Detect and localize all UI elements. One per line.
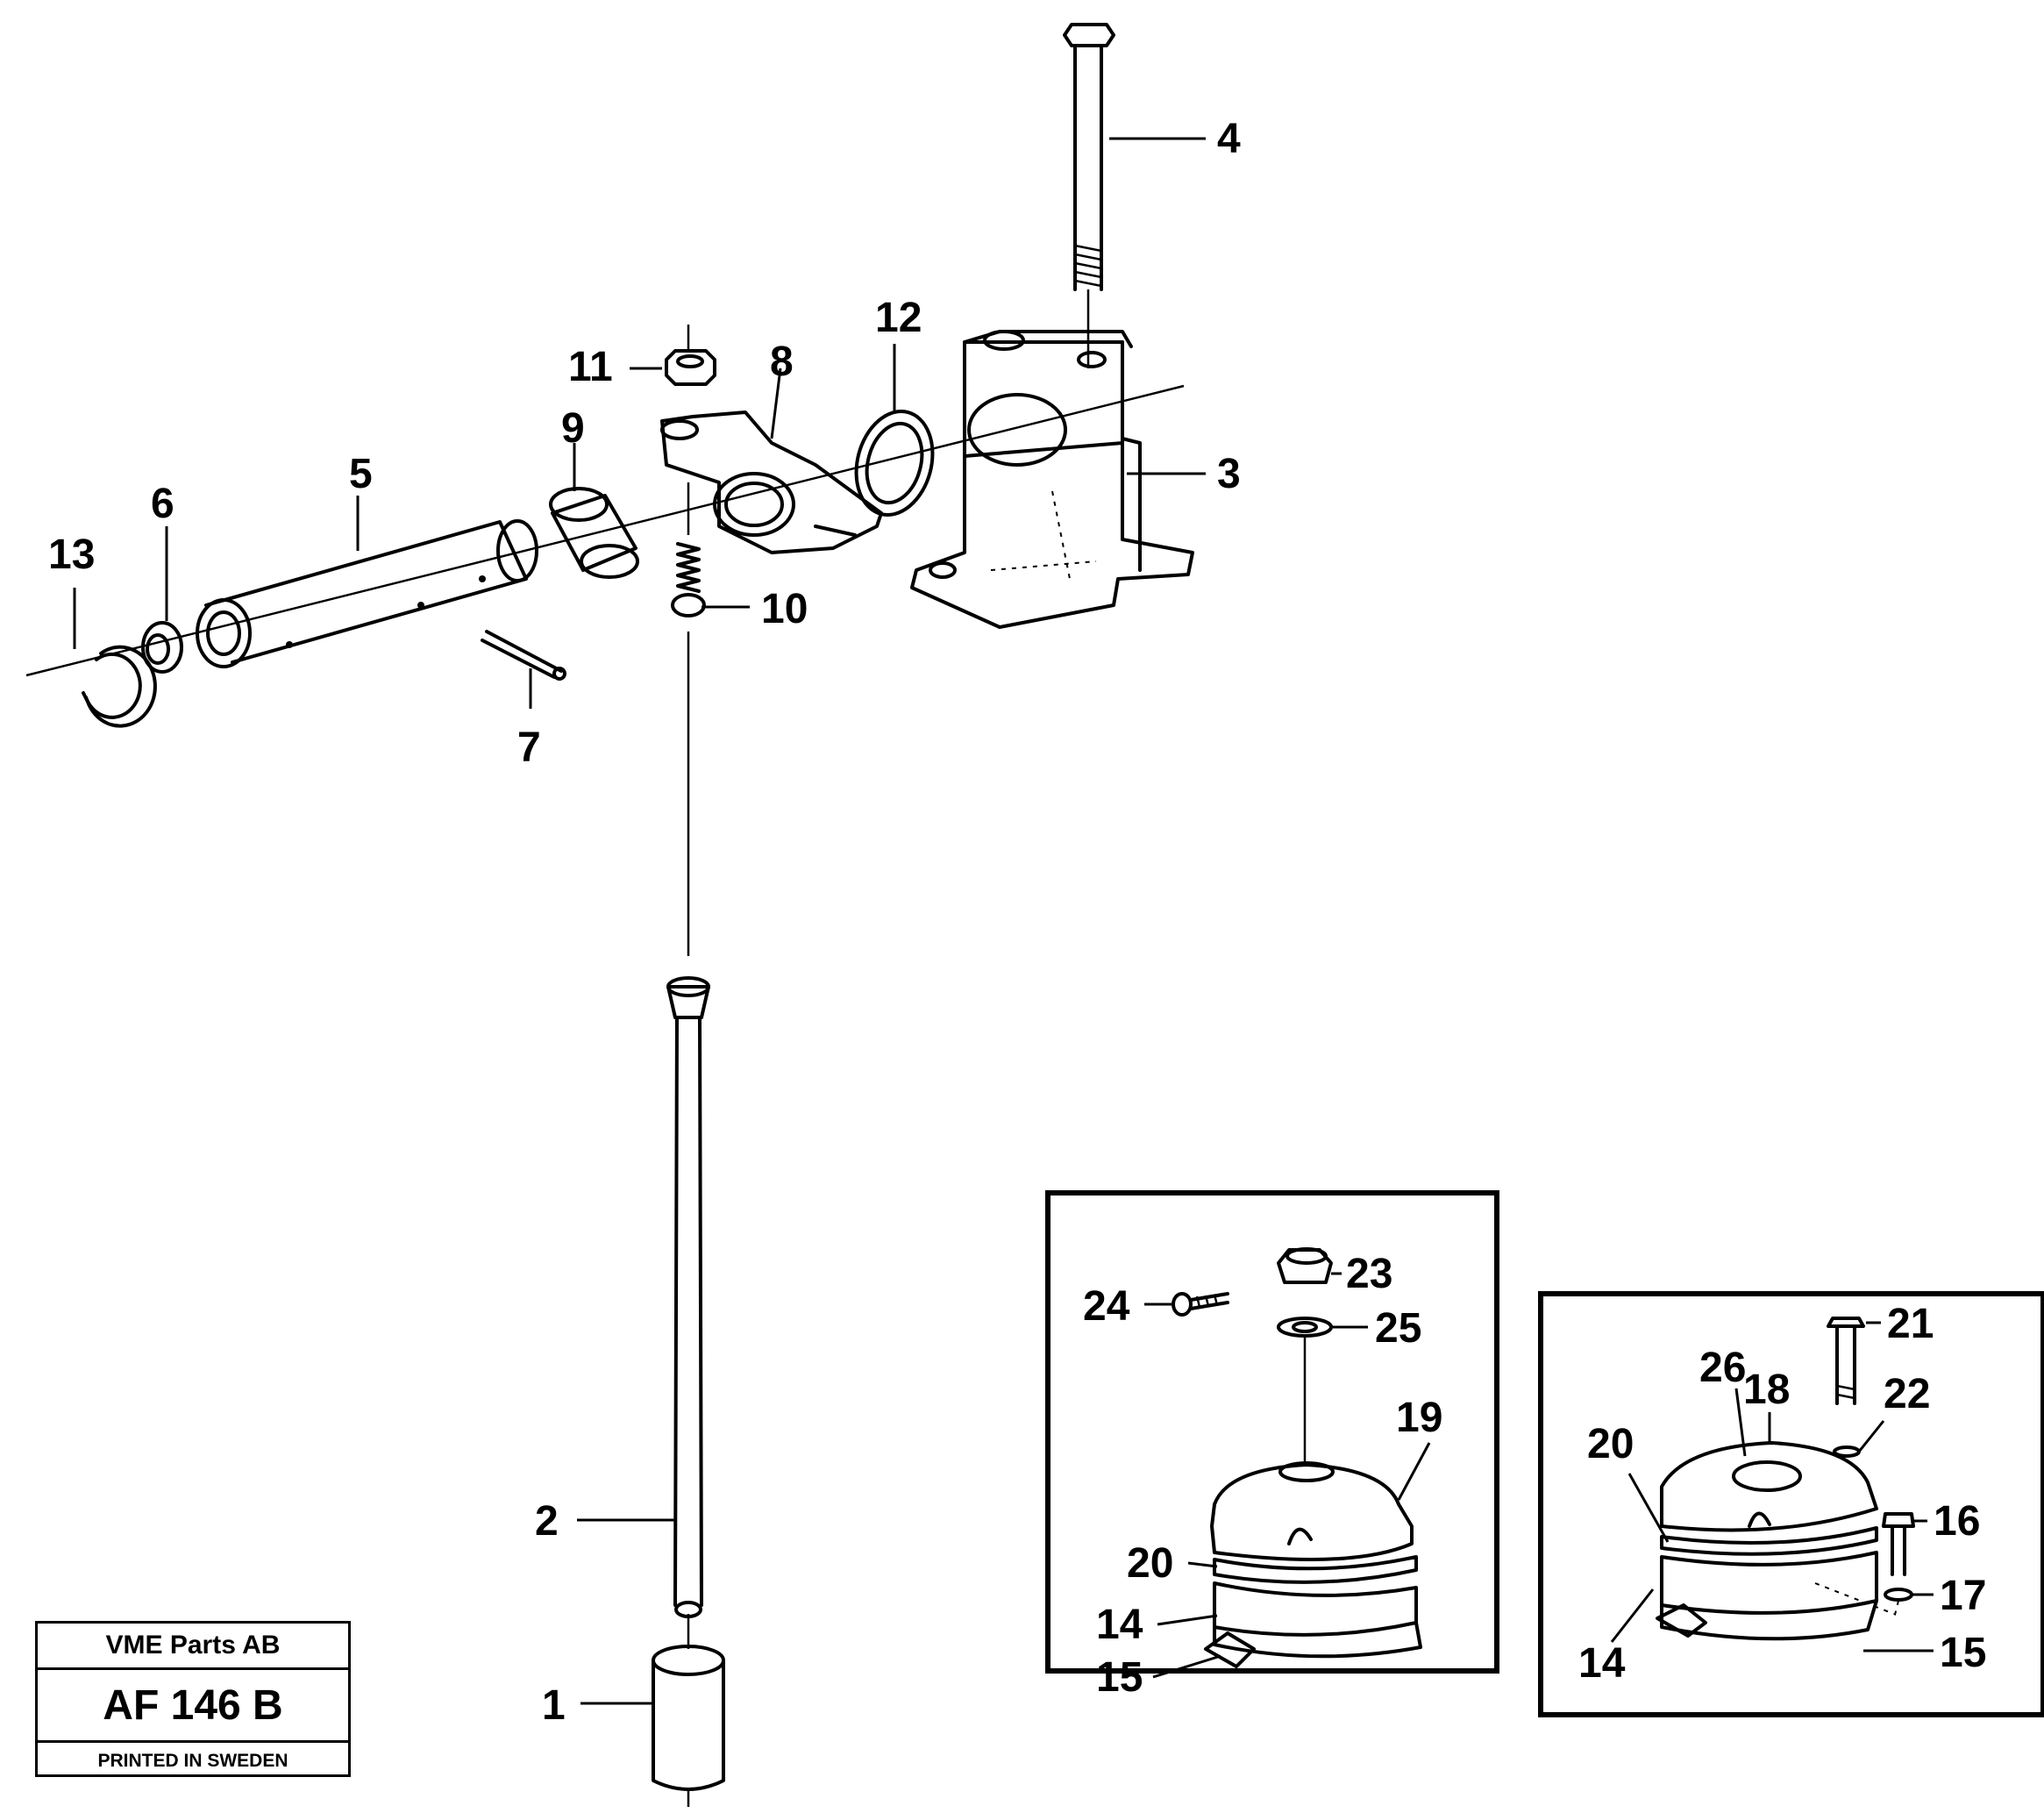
callout-12: 12	[875, 295, 922, 341]
callout-23: 23	[1346, 1251, 1392, 1297]
part-10-adjusting-screw	[671, 482, 706, 617]
callout-1: 1	[542, 1682, 566, 1729]
callout-24: 24	[1083, 1283, 1130, 1330]
part-6-spacer	[141, 621, 183, 674]
part-11-nut	[665, 325, 716, 386]
callout-22: 22	[1884, 1371, 1930, 1417]
part-9-bushing	[549, 487, 639, 579]
callout-15: 15	[1096, 1654, 1143, 1701]
callout-26: 26	[1699, 1345, 1746, 1391]
drawing-code: AF 146 B	[38, 1670, 348, 1743]
callout-15-right: 15	[1940, 1630, 1986, 1676]
printed-notice: PRINTED IN SWEDEN	[97, 1751, 288, 1771]
inset-left	[1045, 1190, 1499, 1674]
callout-19: 19	[1396, 1395, 1442, 1441]
callout-21: 21	[1887, 1301, 1934, 1347]
callout-3: 3	[1217, 451, 1241, 497]
part-4-bolt	[1063, 23, 1115, 368]
callout-17: 17	[1940, 1573, 1986, 1619]
callout-13: 13	[48, 532, 95, 578]
callout-9: 9	[561, 405, 585, 452]
callout-8: 8	[770, 339, 794, 385]
callout-18: 18	[1743, 1367, 1790, 1413]
callout-2: 2	[535, 1498, 559, 1545]
part-5-rocker-shaft	[196, 519, 538, 668]
callout-20: 20	[1127, 1540, 1173, 1587]
part-2-push-rod	[666, 976, 710, 1618]
inset-right	[1538, 1291, 2044, 1717]
assembly-axis-line	[25, 384, 1185, 677]
inset-left-leaders	[1144, 1272, 1431, 1679]
part-12-o-ring	[854, 410, 935, 517]
company-name: VME Parts AB	[38, 1624, 348, 1670]
callout-25: 25	[1375, 1305, 1421, 1352]
inset-right-leaders	[1610, 1321, 1934, 1652]
callout-16: 16	[1934, 1498, 1980, 1545]
callout-6: 6	[151, 481, 174, 527]
part-1-tappet	[652, 1645, 725, 1791]
callout-5: 5	[349, 451, 373, 497]
title-block: VME Parts AB AF 146 B PRINTED IN SWEDEN	[35, 1621, 351, 1777]
callout-20-right: 20	[1587, 1421, 1634, 1467]
callout-11: 11	[568, 344, 613, 390]
part-3-rocker-bracket	[910, 330, 1194, 629]
callout-14: 14	[1096, 1602, 1143, 1648]
callout-4: 4	[1217, 116, 1241, 162]
callout-7: 7	[517, 724, 541, 771]
callout-leaders-main	[73, 137, 1206, 1705]
part-7-pin	[481, 630, 566, 681]
part-13-snap-ring	[82, 645, 157, 728]
callout-10: 10	[761, 586, 808, 632]
part-8-rocker-arm	[660, 410, 883, 554]
callout-14-right: 14	[1578, 1640, 1626, 1687]
